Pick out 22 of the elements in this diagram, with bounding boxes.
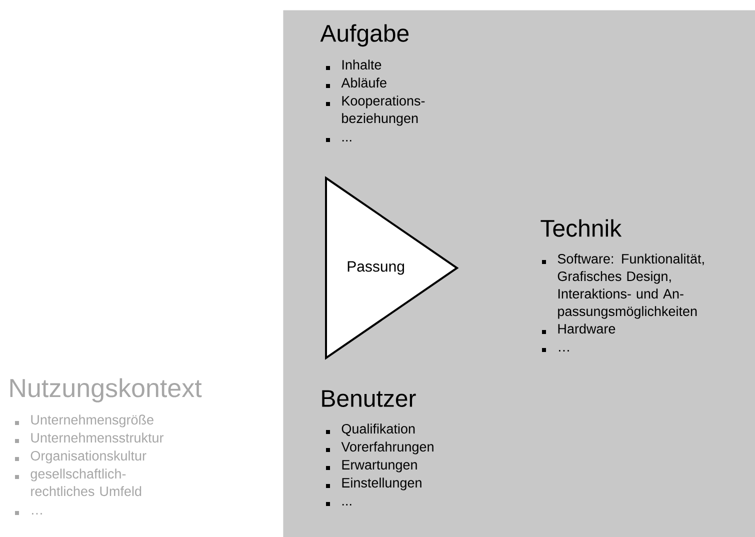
heading: Technik xyxy=(540,219,622,237)
bullet-item: Organisationskultur xyxy=(15,450,146,464)
bullet-item: Kooperations- beziehungen xyxy=(326,96,425,126)
bullet-item: ... xyxy=(326,138,352,142)
heading: Benutzer xyxy=(322,390,416,407)
bullet-item: Abläufe xyxy=(326,78,386,88)
bullet-item: Hardware xyxy=(542,324,616,334)
heading: Nutzungskontext xyxy=(10,378,202,402)
bullet-item: Erwartungen xyxy=(326,460,417,472)
bullet-item: Vorerfahrungen xyxy=(326,442,434,454)
bullet-item: Inhalte xyxy=(326,60,382,70)
bullet-item: Qualifikation xyxy=(326,424,415,436)
bullet-item: Unternehmensstruktur xyxy=(15,432,164,443)
bullet-item: gesellschaftlich- rechtliches Umfeld xyxy=(15,468,142,496)
bullet-item: Software: Funktionalität, Grafisches Design, Interaktions- und An- passungsmöglichkeiten xyxy=(542,254,704,319)
bullet-item: … xyxy=(542,348,569,352)
bullet-item: Einstellungen xyxy=(326,478,422,490)
bullet-item: Unternehmensgröße xyxy=(15,414,154,428)
bullet-item: … xyxy=(15,511,42,515)
bullet-item: ... xyxy=(326,502,352,506)
heading: Aufgabe xyxy=(320,24,409,47)
panel-background xyxy=(283,10,755,537)
